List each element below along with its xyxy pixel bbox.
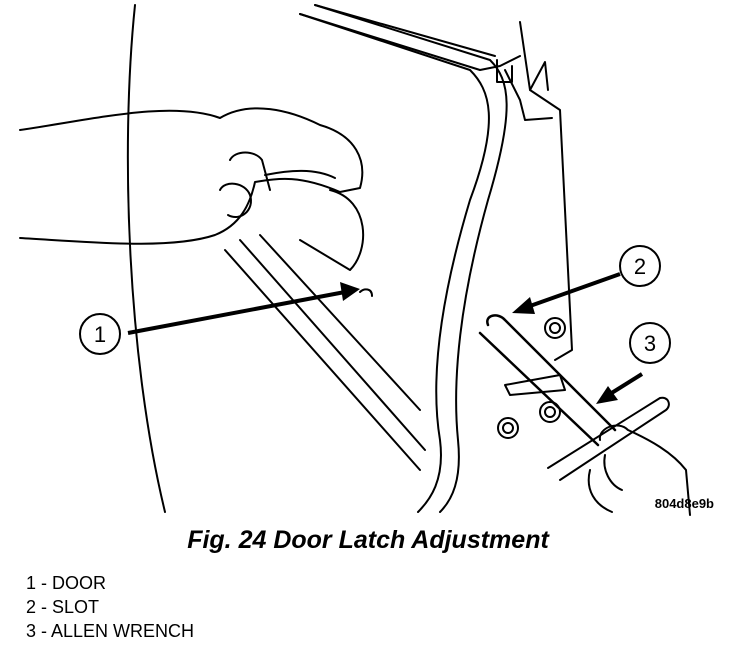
callout-3-number: 3 [644,331,656,356]
hand-on-handle [19,107,364,245]
door-outline [126,4,166,513]
legend-item-allen-wrench: 3 - ALLEN WRENCH [26,621,195,641]
callout-legend: 1 - DOOR 2 - SLOT 3 - ALLEN WRENCH [26,571,194,643]
arrow-head-1 [340,282,360,301]
legend-item-slot: 2 - SLOT [26,597,100,617]
mounting-bolt [544,317,566,339]
callout-3: 3 [629,322,671,364]
arrow-head-3 [596,386,618,404]
legend-item-door: 1 - DOOR [26,573,107,593]
allen-wrench [486,314,617,432]
callout-2-number: 2 [634,254,646,279]
image-code: 804d8e9b [655,496,714,511]
callout-1: 1 [79,313,121,355]
arrow-head-2 [512,297,535,314]
figure-caption: Fig. 24 Door Latch Adjustment [187,526,549,554]
latch-slot [504,374,566,396]
callout-1-number: 1 [94,322,106,347]
mounting-bolt [539,401,561,423]
callout-2: 2 [619,245,661,287]
mounting-bolt [497,417,519,439]
door-latch-illustration: 1 2 3 804d8e9b [19,4,714,516]
hand-on-wrench [598,424,691,516]
door-jamb [519,21,573,361]
door-edge [299,13,490,513]
